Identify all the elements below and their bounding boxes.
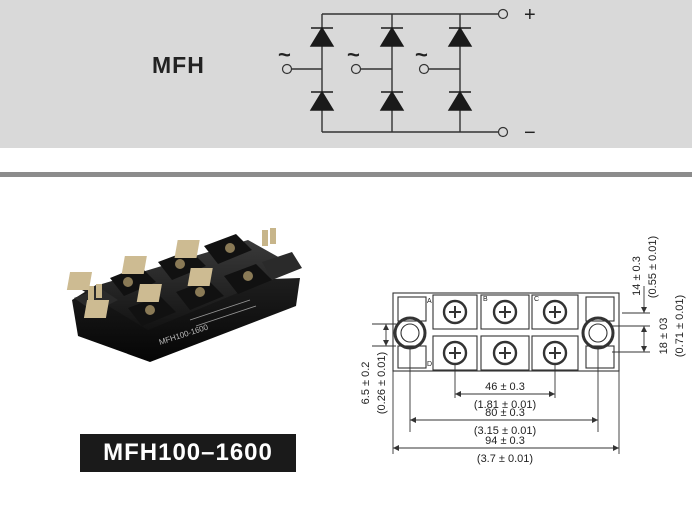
ac-symbol-3: ~ [415, 42, 428, 67]
dc-positive-label: + [524, 4, 536, 26]
header-band [0, 0, 692, 148]
diode-lower-2 [379, 90, 405, 111]
dim-18-inch: (0.71 ± 0.01) [674, 295, 686, 357]
terminal-letter-b: B [483, 296, 488, 303]
diode-upper-2 [379, 26, 405, 47]
dim-46-inch: (1.81 ± 0.01) [474, 399, 536, 411]
terminal-letter-a: A [427, 298, 432, 305]
bridge-circuit-diagram: ~ ~ ~ + − [278, 4, 536, 144]
module-outline [392, 292, 620, 372]
dim-80-inch: (3.15 ± 0.01) [474, 425, 536, 437]
dc-positive-terminal [497, 8, 509, 20]
dim-94-inch: (3.7 ± 0.01) [477, 453, 533, 465]
ac-terminal-3 [418, 63, 430, 75]
dim-80-mm: 80 ± 0.3 [485, 407, 525, 419]
model-title: MFH [152, 52, 205, 78]
dc-negative-label: − [524, 122, 536, 144]
section-divider [0, 172, 692, 177]
module-product-image: MFH100-1600 [66, 228, 302, 362]
dim-14-mm: 14 ± 0.3 [631, 256, 643, 296]
ac-symbol-2: ~ [347, 42, 360, 67]
diode-lower-1 [309, 90, 335, 111]
ac-symbol-1: ~ [278, 42, 291, 67]
dim-94-mm: 94 ± 0.3 [485, 435, 525, 447]
diode-lower-3 [447, 90, 473, 111]
dc-negative-terminal [497, 126, 509, 138]
diode-upper-3 [447, 26, 473, 47]
dim-46-mm: 46 ± 0.3 [485, 381, 525, 393]
ac-terminal-1 [281, 63, 293, 75]
terminal-letter-c: C [534, 296, 539, 303]
dim-6-5-inch: (0.26 ± 0.01) [376, 352, 388, 414]
dim-18-mm: 18 ± 03 [658, 318, 670, 355]
part-number-label: MFH100–1600 [80, 434, 296, 472]
ac-terminal-2 [350, 63, 362, 75]
diode-upper-1 [309, 26, 335, 47]
terminal-letter-d: D [427, 361, 432, 368]
dim-14-inch: (0.55 ± 0.01) [647, 236, 659, 298]
dim-6-5-mm: 6.5 ± 0.2 [360, 362, 372, 405]
